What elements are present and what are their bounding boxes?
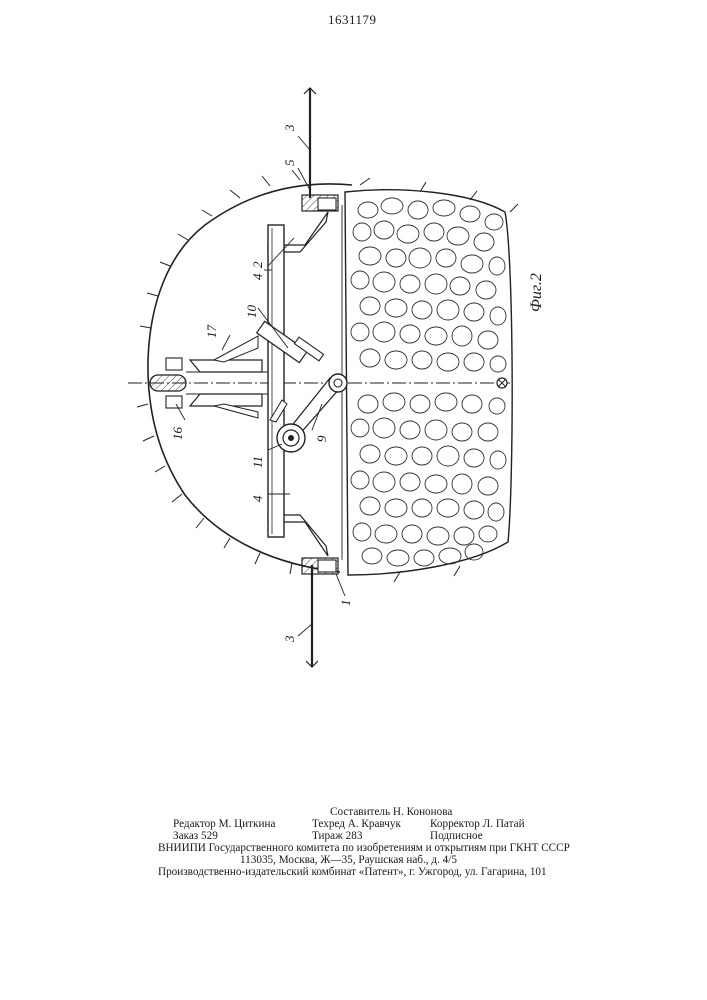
label-10: 10 <box>244 305 259 319</box>
technical-drawing: 3 5 2 4 10 17 16 11 9 4 1 3 <box>0 0 707 800</box>
label-3-lower: 3 <box>282 635 297 643</box>
label-1: 1 <box>338 600 353 607</box>
label-3-upper: 3 <box>282 124 297 132</box>
figure-caption: Фиг.2 <box>528 273 546 312</box>
label-2: 2 <box>250 261 265 268</box>
rock-hatching <box>137 170 518 582</box>
label-17: 17 <box>204 325 219 339</box>
label-11: 11 <box>250 456 265 468</box>
printer: Производственно-издательский комбинат «П… <box>158 866 547 879</box>
backfill-region <box>345 190 512 575</box>
label-16: 16 <box>170 427 185 441</box>
label-4-upper: 4 <box>250 273 265 280</box>
roller-16 <box>150 375 186 391</box>
label-5: 5 <box>282 159 297 166</box>
label-9: 9 <box>314 435 329 442</box>
backfill-stones <box>351 198 506 566</box>
label-4-lower: 4 <box>250 495 265 502</box>
beam-4 <box>268 225 284 537</box>
carriage-17 <box>190 360 262 372</box>
